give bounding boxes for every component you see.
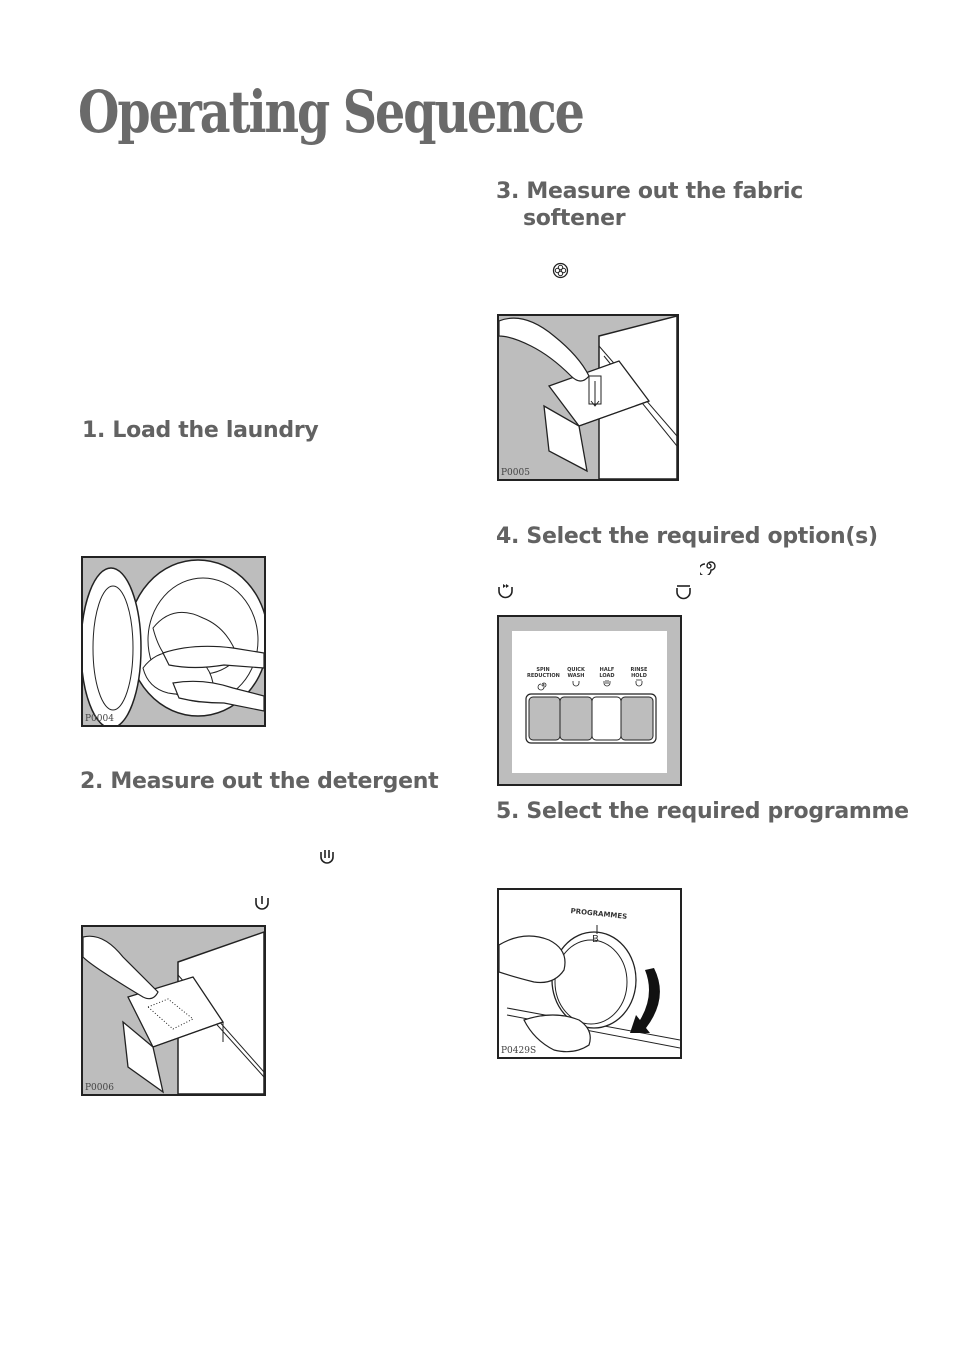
figure-detergent: P0006 (81, 925, 266, 1096)
figure-option-panel: SPIN REDUCTION QUICK WASH HALF LOAD RINS… (497, 615, 682, 786)
spiral-icon (700, 561, 716, 575)
section-heading-load: 1. Load the laundry (82, 418, 319, 443)
figure-load-laundry: P0004 (81, 556, 266, 727)
figure-code: P0004 (85, 714, 114, 724)
heading-line: softener (523, 206, 626, 231)
label-line: WASH (567, 673, 585, 679)
option-label-rinse-hold: RINSE HOLD (623, 667, 655, 679)
section-heading-softener: 3. Measure out the fabric softener (496, 178, 803, 232)
figure-code: P0429S (501, 1046, 537, 1056)
main-wash-icon (320, 850, 334, 864)
section-heading-options: 4. Select the required option(s) (496, 524, 878, 549)
figure-code: P0006 (85, 1083, 114, 1093)
label-line: QUICK (567, 667, 585, 673)
section-heading-detergent: 2. Measure out the detergent (80, 769, 439, 794)
label-line: HALF (599, 667, 615, 673)
option-label-quick-wash: QUICK WASH (560, 667, 592, 679)
heading-line: 3. Measure out the fabric (496, 179, 803, 204)
page-title: Operating Sequence (78, 78, 585, 146)
prewash-icon (255, 896, 269, 910)
figure-code: P0005 (501, 468, 530, 478)
label-line: LOAD (599, 673, 615, 679)
flower-icon (552, 262, 569, 279)
label-line: HOLD (631, 673, 647, 679)
rinse-hold-icon (676, 585, 691, 600)
figure-softener: P0005 (497, 314, 679, 481)
label-line: REDUCTION (527, 673, 560, 679)
section-heading-programme: 5. Select the required programme (496, 799, 909, 824)
quick-wash-icon (498, 584, 513, 599)
option-panel: SPIN REDUCTION QUICK WASH HALF LOAD RINS… (512, 631, 667, 773)
option-label-half-load: HALF LOAD (591, 667, 623, 679)
label-line: SPIN (536, 667, 550, 673)
dial-position: B (592, 934, 599, 945)
figure-programme-dial: PROGRAMMES B P0429S (497, 888, 682, 1059)
option-label-spin-reduction: SPIN REDUCTION (527, 667, 560, 679)
label-line: RINSE (630, 667, 648, 673)
